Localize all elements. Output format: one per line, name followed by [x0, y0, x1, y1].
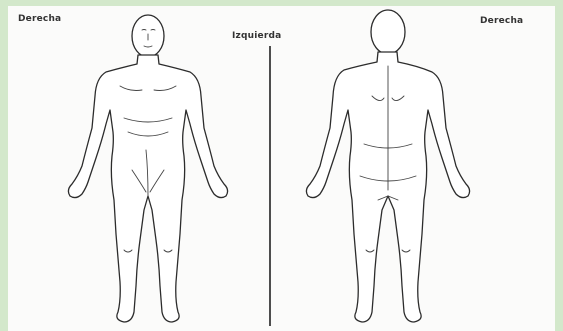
back-head	[371, 10, 405, 54]
back-body-figure	[306, 10, 469, 322]
front-body-figure	[68, 15, 227, 322]
